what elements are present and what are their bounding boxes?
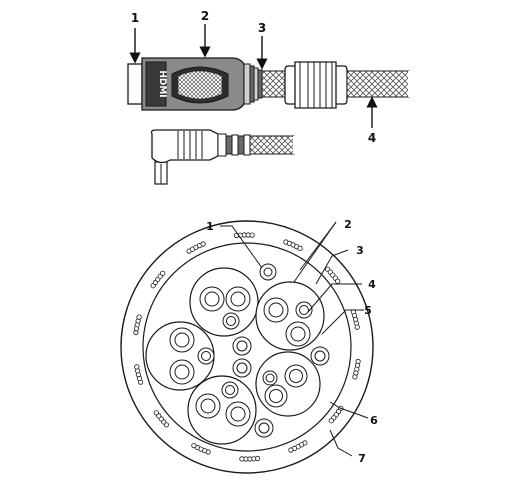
twisted-pair-bottom-left — [187, 375, 257, 445]
twisted-pair-right-bottom — [255, 351, 321, 417]
section-label-7: 7 — [358, 452, 366, 465]
top-callouts — [129, 24, 378, 128]
shield-strand — [136, 314, 142, 320]
shield-strand — [200, 241, 206, 247]
shield-strand — [354, 324, 360, 330]
shield-strand — [297, 245, 303, 251]
section-label-2: 2 — [344, 218, 352, 231]
shield-strand — [328, 418, 334, 424]
shield-strand — [288, 447, 294, 453]
angled-braided-cable — [249, 135, 295, 155]
shield-strand — [352, 374, 358, 380]
top-label-4: 4 — [368, 131, 376, 145]
top-label-3: 3 — [258, 21, 266, 35]
straight-hdmi-connector: HDMI — [127, 57, 410, 111]
section-label-1: 1 — [206, 220, 214, 233]
shield-strand — [335, 278, 341, 284]
shield-strand — [153, 410, 159, 416]
shield-strand — [134, 364, 140, 370]
shield-strand — [191, 442, 197, 449]
ferrite-core — [284, 61, 348, 109]
cable-cross-section — [120, 220, 374, 474]
braided-cable-segment-2 — [346, 70, 410, 98]
connector-marking-plate — [145, 61, 167, 107]
angled-hdmi-connector — [150, 129, 295, 185]
braided-cable-segment-1 — [261, 70, 289, 98]
section-label-3: 3 — [356, 244, 364, 257]
top-label-2: 2 — [201, 9, 209, 23]
center-signal-wires — [232, 336, 330, 438]
section-label-5: 5 — [364, 304, 372, 317]
twisted-pair-top-left — [189, 267, 259, 337]
section-label-6: 6 — [370, 414, 378, 427]
top-label-1: 1 — [131, 11, 139, 25]
shield-strand — [239, 456, 245, 462]
drain-wire — [259, 263, 277, 281]
twisted-pair-right-top — [255, 281, 325, 351]
angled-connector-housing — [150, 129, 219, 164]
shield-strand — [249, 232, 255, 238]
connector-marking-text: HDMI — [157, 70, 167, 97]
twisted-pair-left — [145, 321, 215, 391]
shield-strands — [133, 232, 361, 462]
shield-strand — [160, 270, 166, 276]
connector-plug-tip — [127, 63, 143, 105]
section-label-4: 4 — [368, 278, 376, 291]
section-leaders — [220, 221, 369, 457]
